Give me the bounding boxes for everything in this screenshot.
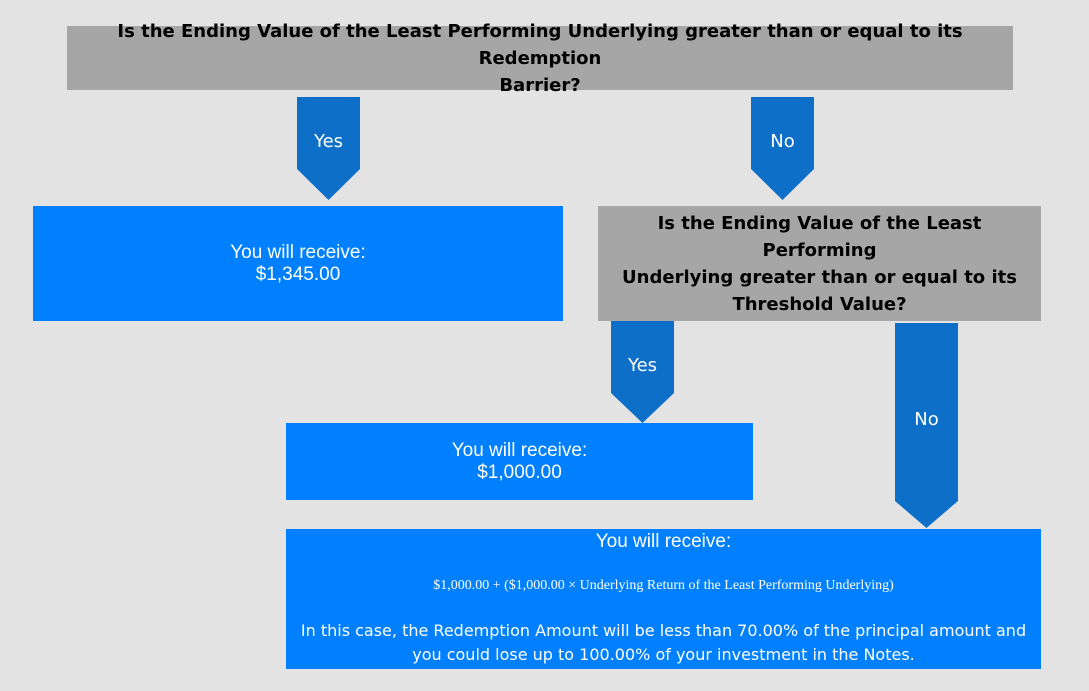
yes-arrow-2-label: Yes: [627, 355, 658, 376]
question-2-line-2: Underlying greater than or equal to its: [622, 266, 1017, 288]
result-1-amount: $1,345.00: [255, 263, 341, 285]
question-2-line-3: Threshold Value?: [732, 293, 907, 315]
yes-arrow-1-label: Yes: [313, 131, 344, 152]
question-2-box: Is the Ending Value of the Least Perform…: [598, 206, 1041, 321]
question-2-line-1: Is the Ending Value of the Least Perform…: [657, 212, 982, 261]
result-1-label: You will receive:: [230, 241, 366, 263]
result-2-box: You will receive: $1,000.00: [286, 423, 753, 500]
no-arrow-2: No: [895, 323, 958, 528]
result-3-note-line-1: In this case, the Redemption Amount will…: [300, 621, 1027, 640]
result-2-amount: $1,000.00: [477, 461, 562, 483]
question-1-line-1: Is the Ending Value of the Least Perform…: [117, 20, 963, 69]
result-3-label: You will receive:: [595, 531, 732, 552]
no-arrow-2-shape: [895, 323, 958, 528]
no-arrow-1-shape: [751, 97, 814, 200]
result-3-note-line-2: you could lose up to 100.00% of your inv…: [412, 645, 915, 664]
result-3-formula: $1,000.00 + ($1,000.00 × Underlying Retu…: [433, 578, 894, 593]
result-3-box: You will receive: $1,000.00 + ($1,000.00…: [286, 529, 1041, 669]
no-arrow-2-label: No: [914, 409, 939, 430]
question-1-line-2: Barrier?: [499, 74, 581, 96]
yes-arrow-2-shape: [611, 321, 674, 423]
no-arrow-1: No: [751, 97, 814, 200]
no-arrow-1-label: No: [770, 131, 795, 152]
yes-arrow-1: Yes: [297, 97, 360, 200]
yes-arrow-2: Yes: [611, 321, 674, 423]
result-2-label: You will receive:: [451, 439, 588, 461]
result-1-box: You will receive: $1,345.00: [33, 206, 563, 321]
yes-arrow-1-shape: [297, 97, 360, 200]
question-1-box: Is the Ending Value of the Least Perform…: [67, 21, 1013, 96]
